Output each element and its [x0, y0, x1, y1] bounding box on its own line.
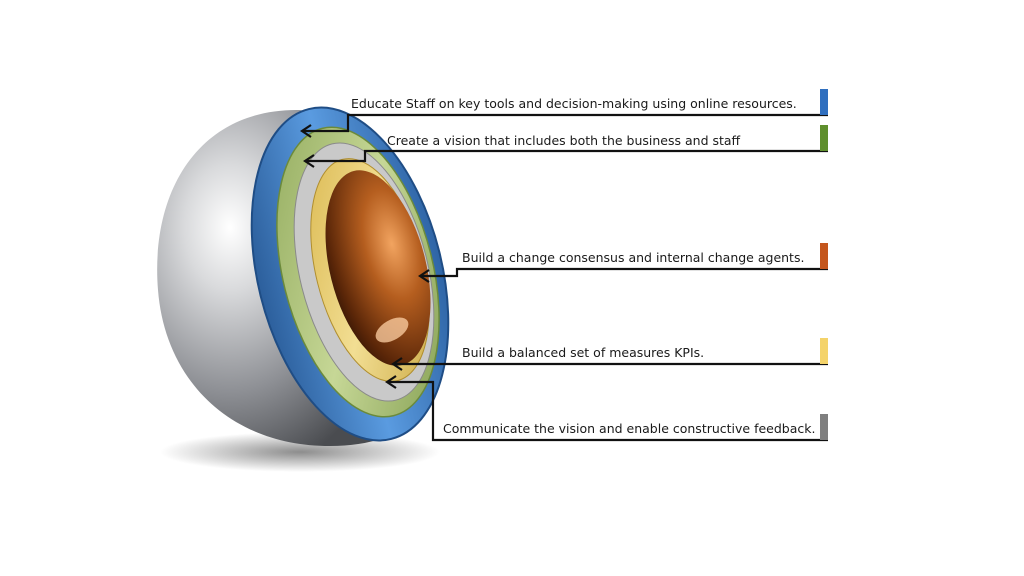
copper-core — [325, 170, 431, 366]
callout-line-3 — [420, 267, 828, 278]
callout-color-tab-5 — [820, 414, 828, 440]
sphere-shadow — [160, 432, 440, 472]
core-highlight — [375, 317, 409, 343]
callout-color-tab-1 — [820, 89, 828, 115]
callout-arrowhead-5 — [385, 375, 397, 389]
callout-line-1 — [302, 113, 828, 133]
callout-text-5: Communicate the vision and enable constr… — [443, 421, 816, 436]
callout-arrowhead-4 — [391, 357, 403, 371]
callout-line-2 — [305, 149, 828, 163]
callout-color-tab-4 — [820, 338, 828, 364]
callout-lines — [300, 113, 828, 442]
callout-arrowhead-3 — [418, 269, 430, 283]
callout-text-3: Build a change consensus and internal ch… — [462, 250, 805, 265]
callout-arrowhead-2 — [303, 154, 315, 168]
callout-arrowhead-1 — [300, 124, 312, 138]
callout-color-tab-3 — [820, 243, 828, 269]
callout-text-4: Build a balanced set of measures KPIs. — [462, 345, 705, 360]
callout-text-1: Educate Staff on key tools and decision-… — [351, 96, 797, 111]
callout-text-2: Create a vision that includes both the b… — [387, 133, 741, 148]
callout-line-5 — [387, 380, 828, 442]
callout-color-tab-2 — [820, 125, 828, 151]
